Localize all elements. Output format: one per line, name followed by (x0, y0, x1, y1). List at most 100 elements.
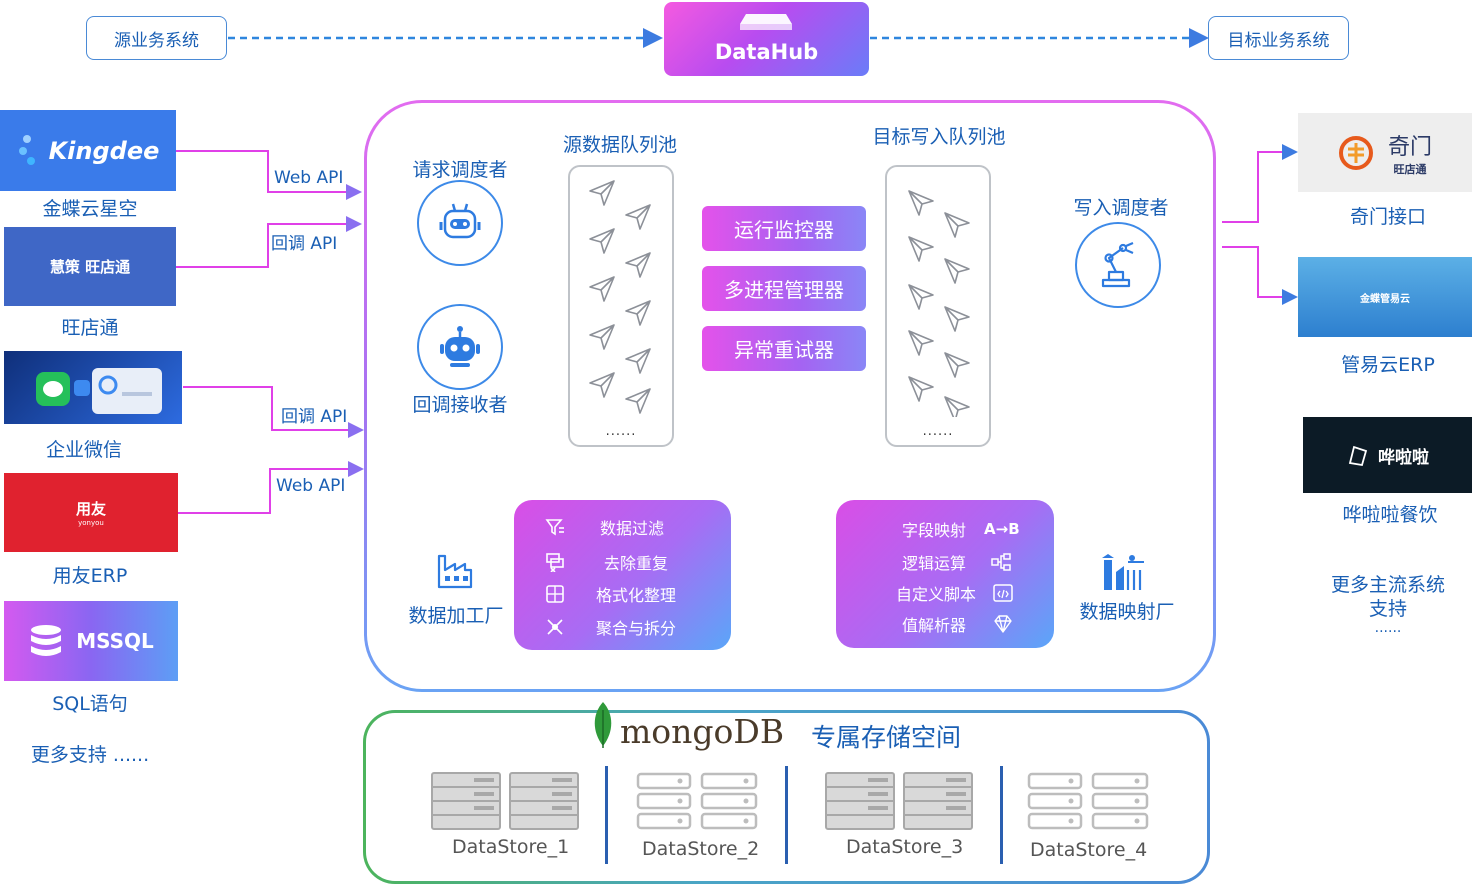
factory-item-format: 格式化整理 (544, 582, 676, 606)
request-scheduler-title: 请求调度者 (412, 159, 508, 181)
datastore-label-1: DataStore_1 (452, 836, 570, 858)
robot-head-icon (440, 326, 480, 367)
logic-tree-icon (990, 551, 1012, 573)
wechat-work-logo (4, 351, 182, 424)
target-caption-qimen: 奇门接口 (1349, 206, 1426, 228)
factory-item-label: 去除重复 (604, 554, 669, 573)
mapping-item-script: 自定义脚本 (896, 581, 1014, 605)
server-rack-icon (431, 772, 579, 830)
hualala-icon (1348, 445, 1368, 467)
source-caption-sql: SQL语句 (52, 693, 128, 715)
mapping-item-field: 字段映射 A→B (902, 517, 1020, 541)
qimen-logo-sub: 旺店通 (1393, 162, 1427, 176)
source-system-box: 源业务系统 (86, 16, 227, 60)
qimen-logo-text: 奇门 (1387, 134, 1432, 160)
code-script-icon (992, 582, 1014, 604)
grid-icon (544, 583, 566, 605)
process-manager-button[interactable]: 多进程管理器 (702, 266, 866, 311)
divider (1000, 766, 1003, 864)
write-scheduler-title: 写入调度者 (1073, 197, 1169, 219)
processing-factory-title: 数据加工厂 (408, 605, 504, 627)
a-to-b-icon: A→B (984, 520, 1020, 538)
filter-icon (544, 516, 566, 538)
api-label-2: 回调 API (271, 234, 338, 254)
target-system-box: 目标业务系统 (1208, 16, 1349, 60)
factory-icon (437, 554, 473, 589)
sources-more: 更多支持 ...... (30, 744, 150, 766)
callback-receiver-title: 回调接收者 (412, 394, 508, 416)
targets-more: 更多主流系统 支持 (1330, 574, 1445, 620)
wangdiantong-logo-text: 慧策 旺店通 (49, 258, 131, 276)
factory-item-filter: 数据过滤 (544, 515, 664, 539)
paper-plane-icons (589, 180, 651, 414)
source-caption-yonyou: 用友ERP (52, 565, 128, 587)
paper-plane-icons (908, 190, 970, 422)
yonyou-logo-sub: yonyou (78, 519, 104, 527)
source-pool-dots: ...... (605, 424, 637, 439)
target-system-label: 目标业务系统 (1227, 30, 1330, 51)
source-caption-kingdee: 金蝶云星空 (42, 198, 138, 220)
target-pool-title: 目标写入队列池 (872, 126, 1006, 148)
factory-item-dedupe: 去除重复 (544, 550, 668, 574)
guanyiyun-logo-text: 金蝶管易云 (1360, 293, 1410, 305)
robot-arm-icon (1101, 241, 1134, 288)
source-queue-pool: ...... (568, 165, 674, 447)
api-label-4: Web API (276, 476, 346, 496)
run-monitor-label: 运行监控器 (734, 218, 834, 242)
kingdee-logo-text: Kingdee (48, 136, 160, 165)
source-system-label: 源业务系统 (114, 30, 199, 51)
targets-more-dots: ...... (1374, 620, 1402, 636)
target-caption-hualala: 哗啦啦餐饮 (1342, 504, 1438, 526)
processing-factory-panel: 数据过滤 去除重复 格式化整理 聚合与拆分 (514, 500, 731, 650)
mapping-item-label: 值解析器 (902, 616, 967, 635)
aggregate-split-icon (544, 616, 566, 638)
mapping-item-label: 字段映射 (902, 521, 967, 540)
api-label-3: 回调 API (281, 407, 348, 427)
datastore-label-4: DataStore_4 (1030, 839, 1148, 861)
dedupe-icon (544, 551, 566, 573)
divider (785, 766, 788, 864)
target-caption-guanyiyun: 管易云ERP (1341, 354, 1435, 376)
server-rack-icon (825, 772, 973, 830)
main-platform-frame (364, 100, 1216, 692)
factory-item-label: 格式化整理 (596, 586, 677, 605)
kingdee-logo: Kingdee (0, 110, 176, 191)
datahub-icon (740, 14, 792, 30)
datastore-label-2: DataStore_2 (642, 838, 760, 860)
source-pool-title: 源数据队列池 (562, 134, 677, 156)
divider (605, 766, 608, 864)
wechat-work-icon (36, 367, 162, 414)
mapping-item-label: 自定义脚本 (896, 585, 977, 604)
qimen-logo: 奇门 旺店通 (1298, 113, 1472, 192)
yonyou-logo-text: 用友 (75, 500, 106, 518)
mapping-item-label: 逻辑运算 (902, 554, 967, 573)
callback-receiver-circle (417, 304, 503, 390)
mapping-item-parser: 值解析器 (902, 612, 1014, 636)
run-monitor-button[interactable]: 运行监控器 (702, 206, 866, 251)
qimen-icon (1338, 135, 1373, 170)
exception-retry-button[interactable]: 异常重试器 (702, 326, 866, 371)
hualala-logo-text: 哗啦啦 (1378, 447, 1429, 468)
source-caption-wechat-work: 企业微信 (45, 439, 122, 461)
request-scheduler-circle (417, 180, 503, 266)
factory-item-label: 聚合与拆分 (596, 619, 677, 638)
kingdee-dots-icon (18, 134, 35, 165)
write-scheduler-circle (1075, 222, 1161, 308)
mssql-logo-text: MSSQL (76, 629, 154, 653)
datahub-box: DataHub (664, 2, 869, 76)
datastore-label-3: DataStore_3 (846, 836, 964, 858)
mongodb-logo-text: mongoDB (620, 712, 785, 751)
storage-title: 专属存储空间 (811, 723, 962, 752)
mongodb-leaf-icon (594, 702, 612, 748)
target-queue-pool: ...... (885, 165, 991, 447)
robot-icon (439, 203, 481, 239)
process-manager-label: 多进程管理器 (724, 278, 844, 302)
mapping-factory-panel: 字段映射 A→B 逻辑运算 自定义脚本 值解析器 (836, 500, 1054, 648)
mssql-logo: MSSQL (4, 601, 178, 681)
database-icon (31, 625, 62, 656)
server-rack-icon (1027, 772, 1149, 830)
api-label-1: Web API (274, 168, 344, 188)
diamond-icon (992, 613, 1014, 635)
mapping-factory-icon (1102, 554, 1144, 590)
hualala-logo: 哗啦啦 (1303, 417, 1472, 493)
